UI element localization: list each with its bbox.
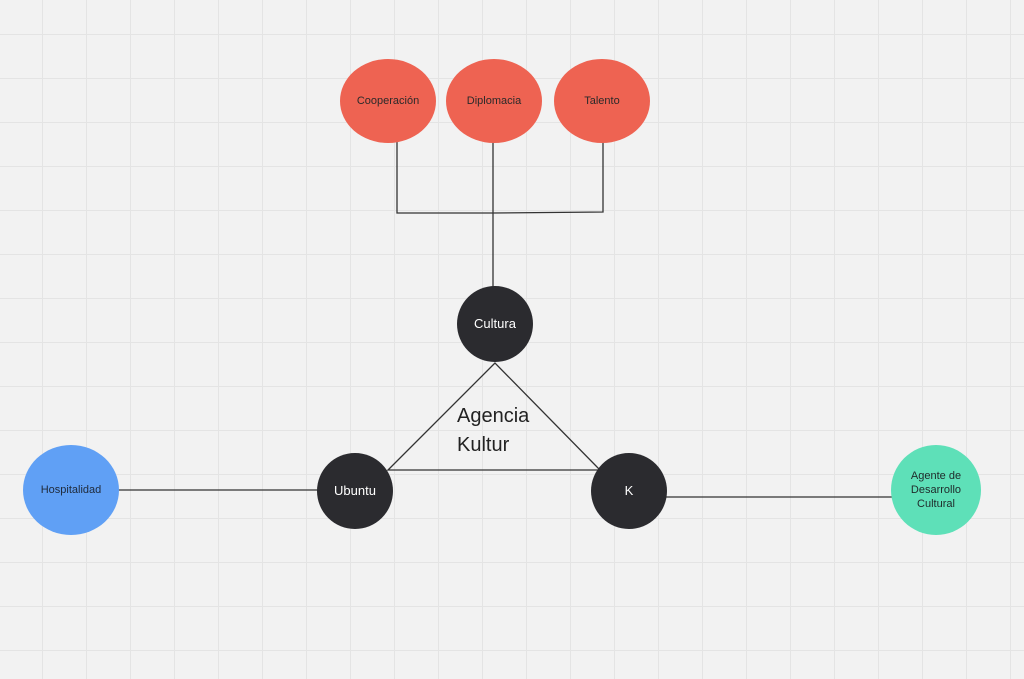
node-hospitalidad-label: Hospitalidad: [40, 483, 102, 496]
connector-talento-cultura[interactable]: [492, 142, 604, 214]
node-cultura-label: Cultura: [474, 315, 516, 331]
node-cooperacion[interactable]: Cooperación: [340, 59, 436, 143]
node-cooperacion-label: Cooperación: [356, 94, 420, 107]
agency-label: Agencia Kultur: [457, 405, 530, 456]
node-cultura[interactable]: Cultura: [457, 286, 533, 362]
node-talento[interactable]: Talento: [554, 59, 650, 143]
node-k[interactable]: K: [591, 453, 667, 529]
node-agente-label: Agente de Desarrollo Cultural: [910, 469, 962, 511]
node-diplomacia-label: Diplomacia: [466, 94, 522, 107]
agency-triangle[interactable]: [386, 362, 602, 471]
connector-cooperacion-cultura[interactable]: [396, 142, 493, 214]
node-k-label: K: [624, 482, 634, 498]
node-talento-label: Talento: [584, 94, 620, 107]
node-diplomacia[interactable]: Diplomacia: [446, 59, 542, 143]
node-hospitalidad[interactable]: Hospitalidad: [23, 445, 119, 535]
node-ubuntu[interactable]: Ubuntu: [317, 453, 393, 529]
node-agente-desarrollo-cultural[interactable]: Agente de Desarrollo Cultural: [891, 445, 981, 535]
node-ubuntu-label: Ubuntu: [334, 482, 376, 498]
